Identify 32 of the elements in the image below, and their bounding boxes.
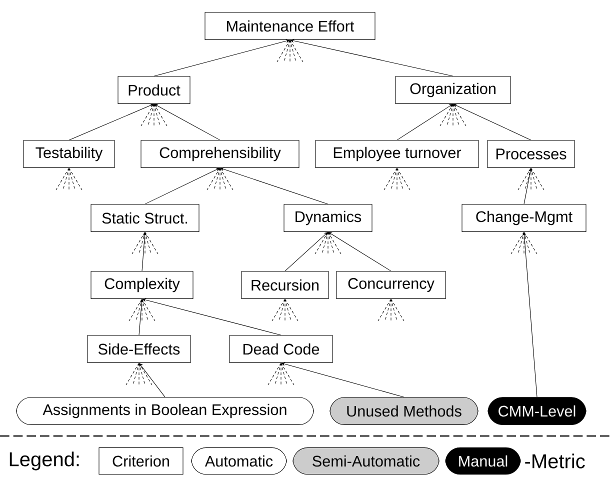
criterion-box: Dynamics bbox=[284, 204, 372, 232]
criterion-box: Complexity bbox=[90, 271, 194, 299]
automatic-metric-box: Assignments in Boolean Expression bbox=[16, 397, 314, 425]
arrow bbox=[453, 104, 532, 140]
criterion-box: Testability bbox=[23, 140, 115, 168]
arrow bbox=[154, 104, 220, 140]
criterion-box: Product bbox=[118, 76, 190, 104]
arrow bbox=[281, 362, 404, 398]
criterion-box: Change-Mgmt bbox=[462, 204, 586, 232]
legend-title: Legend: bbox=[10, 452, 79, 470]
criterion-box: Processes bbox=[487, 140, 575, 168]
criterion-box: Recursion bbox=[241, 271, 329, 299]
legend-semi-automatic-metric-box: Semi-Automatic bbox=[292, 447, 440, 475]
arrow bbox=[154, 39, 290, 76]
criterion-box: Maintenance Effort bbox=[204, 12, 376, 40]
legend-criterion-box: Criterion bbox=[98, 447, 184, 475]
criterion-box: Concurrency bbox=[336, 271, 446, 299]
criterion-box: Employee turnover bbox=[315, 140, 479, 168]
arrow bbox=[68, 104, 154, 140]
arrow bbox=[328, 232, 392, 272]
legend-automatic-metric-box: Automatic bbox=[191, 447, 287, 475]
criterion-box: Organization bbox=[395, 76, 511, 104]
arrow bbox=[220, 167, 328, 204]
criterion-box: Dead Code bbox=[229, 335, 333, 363]
criterion-box: Side-Effects bbox=[87, 335, 191, 363]
criterion-box: Comprehensibility bbox=[140, 140, 300, 168]
legend-suffix: -Metric bbox=[525, 454, 585, 468]
semi-automatic-metric-box: Unused Methods bbox=[330, 397, 478, 425]
criterion-box: Static Struct. bbox=[90, 204, 200, 232]
legend-manual-metric-box: Manual bbox=[445, 447, 521, 475]
manual-metric-box: CMM-Level bbox=[488, 397, 586, 425]
arrow bbox=[144, 168, 220, 204]
